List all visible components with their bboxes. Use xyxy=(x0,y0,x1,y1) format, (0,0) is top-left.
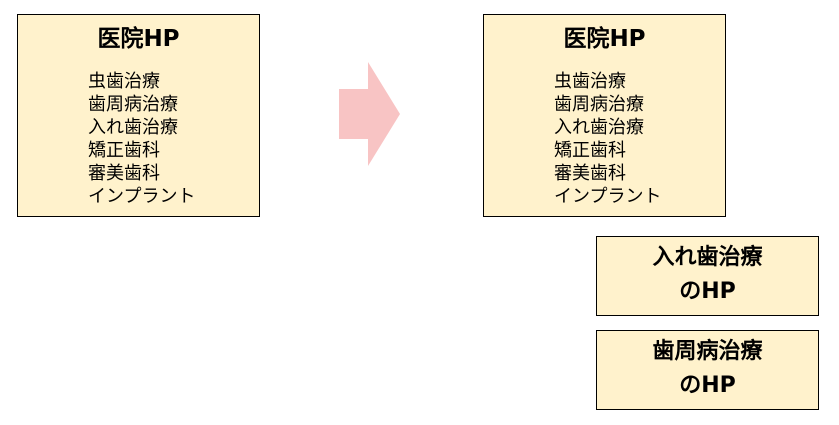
right-box-title: 医院HP xyxy=(563,26,646,52)
denture-hp-line1: 入れ歯治療 xyxy=(652,245,763,270)
periodontal-hp-box: 歯周病治療 のHP xyxy=(596,330,819,410)
list-item: 歯周病治療 xyxy=(554,94,644,115)
denture-hp-line2: のHP xyxy=(679,279,736,304)
right-box-list: 虫歯治療 歯周病治療 入れ歯治療 矯正歯科 審美歯科 インプラント xyxy=(554,70,661,208)
list-item: インプラント xyxy=(88,186,196,207)
list-item: 入れ歯治療 xyxy=(88,117,178,138)
right-site-box: 医院HP 虫歯治療 歯周病治療 入れ歯治療 矯正歯科 審美歯科 インプラント xyxy=(483,14,726,217)
periodontal-hp-line2: のHP xyxy=(679,373,736,398)
denture-hp-box: 入れ歯治療 のHP xyxy=(596,236,819,316)
list-item: 矯正歯科 xyxy=(554,140,626,161)
left-site-box: 医院HP 虫歯治療 歯周病治療 入れ歯治療 矯正歯科 審美歯科 インプラント xyxy=(17,14,260,217)
periodontal-hp-title: 歯周病治療 のHP xyxy=(597,335,818,403)
arrow-shape xyxy=(339,62,400,166)
list-item: 入れ歯治療 xyxy=(554,117,644,138)
list-item: 審美歯科 xyxy=(554,163,626,184)
list-item: 歯周病治療 xyxy=(88,94,178,115)
left-box-title: 医院HP xyxy=(97,26,180,52)
periodontal-hp-line1: 歯周病治療 xyxy=(652,339,763,364)
list-item: 審美歯科 xyxy=(88,163,160,184)
list-item: 矯正歯科 xyxy=(88,140,160,161)
denture-hp-title: 入れ歯治療 のHP xyxy=(597,241,818,309)
list-item: 虫歯治療 xyxy=(554,71,626,92)
list-item: 虫歯治療 xyxy=(88,71,160,92)
list-item: インプラント xyxy=(554,186,662,207)
left-box-list: 虫歯治療 歯周病治療 入れ歯治療 矯正歯科 審美歯科 インプラント xyxy=(88,70,195,208)
right-arrow-icon xyxy=(339,62,400,166)
